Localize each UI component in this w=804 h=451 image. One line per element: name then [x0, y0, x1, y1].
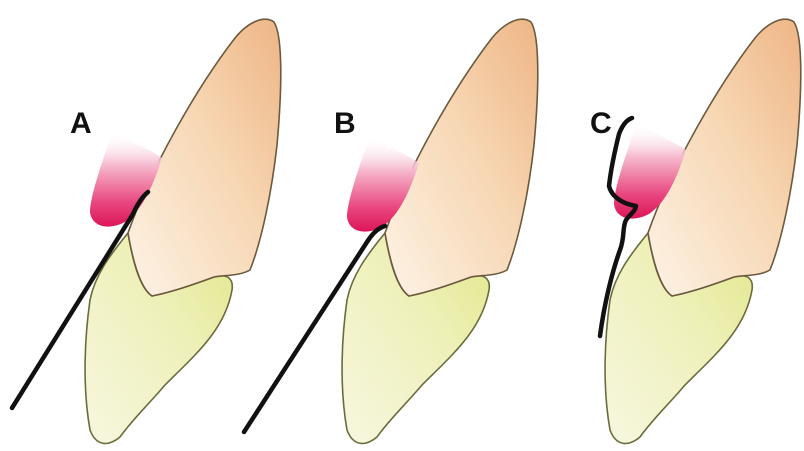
tooth-c [605, 19, 801, 443]
panel-label-c: C [590, 107, 612, 140]
tooth-a [85, 19, 281, 443]
tooth-b [342, 19, 538, 443]
panel-b: B [244, 19, 538, 443]
panel-a: A [12, 19, 281, 443]
panel-label-b: B [334, 107, 356, 140]
panel-label-a: A [70, 107, 92, 140]
panel-c: C [590, 19, 801, 443]
